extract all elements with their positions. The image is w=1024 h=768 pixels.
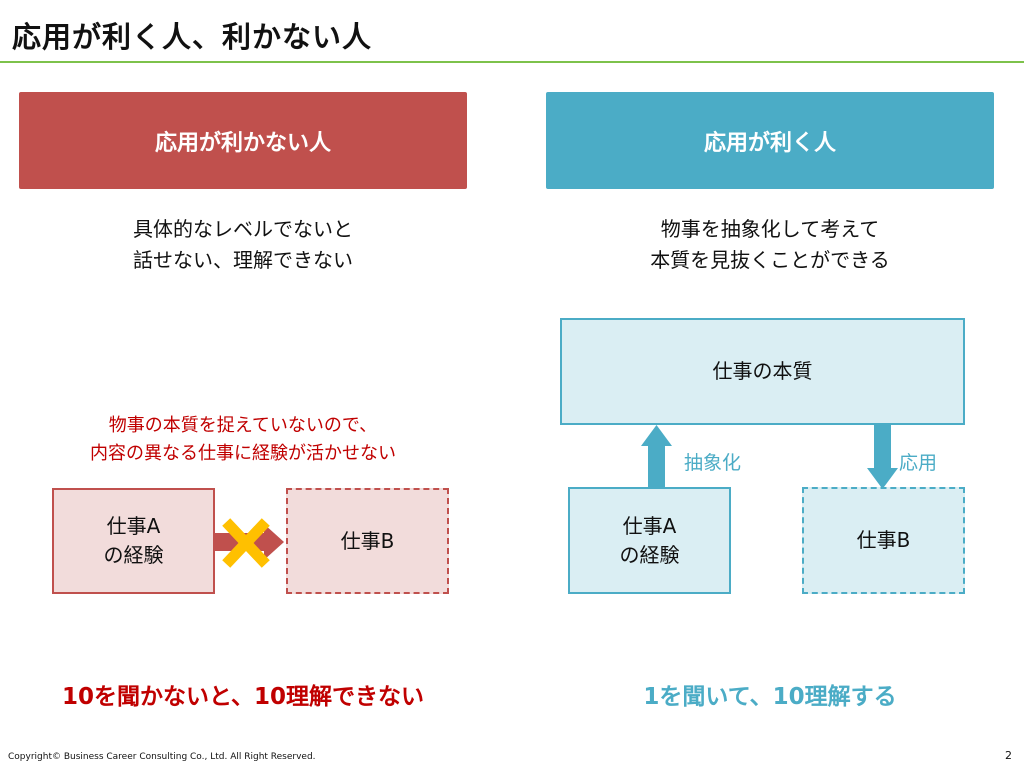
box-line: 仕事A: [622, 513, 677, 538]
cross-icon: [222, 518, 270, 568]
note-line: 内容の異なる仕事に経験が活かせない: [90, 443, 396, 464]
label-abstraction: 抽象化: [684, 452, 742, 474]
description-line: 本質を見抜くことができる: [650, 248, 890, 272]
label-application: 応用: [899, 452, 938, 474]
description-not-adaptable: 具体的なレベルでないと 話せない、理解できない: [19, 214, 467, 276]
box-line: 仕事A: [106, 514, 161, 538]
note-not-adaptable: 物事の本質を捉えていないので、 内容の異なる仕事に経験が活かせない: [19, 412, 467, 468]
box-job-b-left: 仕事B: [286, 488, 449, 594]
description-line: 物事を抽象化して考えて: [660, 217, 880, 241]
summary-not-adaptable: 10を聞かないと、10理解できない: [61, 684, 425, 710]
box-job-b-right: 仕事B: [802, 487, 965, 594]
copyright: Copyright© Business Career Consulting Co…: [8, 752, 316, 762]
description-adaptable: 物事を抽象化して考えて 本質を見抜くことができる: [546, 214, 994, 276]
up-arrow-icon: [641, 425, 672, 488]
box-job-a-experience-right: 仕事A の経験: [568, 487, 731, 594]
note-line: 物事の本質を捉えていないので、: [108, 415, 378, 436]
box-line: の経験: [103, 543, 164, 567]
box-line: の経験: [619, 542, 680, 567]
header-not-adaptable: 応用が利かない人: [19, 92, 467, 189]
box-job-essence: 仕事の本質: [560, 318, 965, 425]
title-divider: [0, 61, 1024, 63]
page-number: 2: [1005, 749, 1012, 762]
box-line: 仕事B: [340, 528, 395, 553]
description-line: 話せない、理解できない: [133, 248, 353, 272]
summary-adaptable: 1を聞いて、10理解する: [643, 684, 897, 710]
header-adaptable: 応用が利く人: [546, 92, 994, 189]
box-line: 仕事B: [856, 528, 911, 552]
description-line: 具体的なレベルでないと: [133, 217, 353, 241]
box-job-a-experience-left: 仕事A の経験: [52, 488, 215, 594]
slide-title: 応用が利く人、利かない人: [12, 20, 373, 54]
box-line: 仕事の本質: [712, 359, 813, 383]
down-arrow-icon: [867, 425, 898, 489]
